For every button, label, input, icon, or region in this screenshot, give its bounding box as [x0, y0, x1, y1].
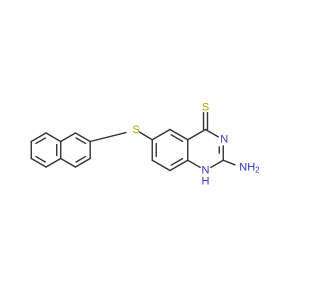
amino-group-label: NH2 [239, 161, 260, 174]
benzo-double-1 [170, 134, 184, 143]
sulfur-benzo-bond [138, 131, 153, 141]
naphthalene-b-double-1 [75, 137, 87, 145]
nh-nitrogen-label: N [202, 164, 210, 176]
amino-nh-text: NH [239, 161, 255, 173]
c4a-c4-bond [187, 128, 207, 141]
n1-c8a-bond [187, 159, 201, 169]
naphthalene-a-double-1 [35, 155, 47, 163]
naphthalene-a-bond-0 [45, 132, 62, 143]
benzo-bond-3 [151, 159, 171, 172]
naphthalene-b-bond-0 [74, 132, 91, 143]
amino-subscript: 2 [255, 165, 260, 174]
benzo-bond-5 [151, 128, 171, 141]
ring-nitrogen-label: N [220, 134, 228, 146]
naphthalene-a-bond-3 [30, 157, 47, 168]
naphthalene-a-double-2 [35, 137, 47, 145]
chemical-structure-drawing: S S N N H NH2 [30, 101, 260, 187]
naphthalene-b-bond-3 [60, 157, 77, 168]
naphthyl-sulfur-bond [89, 131, 127, 143]
naphthalene-b-double-2 [75, 155, 87, 163]
benzo-bond-0 [169, 128, 189, 141]
thione-sulfur-label: S [202, 101, 209, 113]
naphthalene-b-bond-5 [60, 132, 77, 143]
benzo-double-2 [170, 157, 184, 166]
c4-n3-bond [204, 128, 219, 138]
bond-layer [30, 111, 236, 172]
naphthalene-a-bond-2 [45, 157, 62, 168]
naphthalene-b-bond-2 [74, 157, 91, 168]
nh-hydrogen-label: H [202, 175, 210, 187]
c2-n1-bond [210, 159, 224, 169]
naphthalene-a-bond-5 [30, 132, 47, 143]
benzo-bond-2 [169, 159, 189, 172]
bridge-sulfur-label: S [132, 124, 139, 136]
c2-nh2-bond [222, 159, 236, 166]
